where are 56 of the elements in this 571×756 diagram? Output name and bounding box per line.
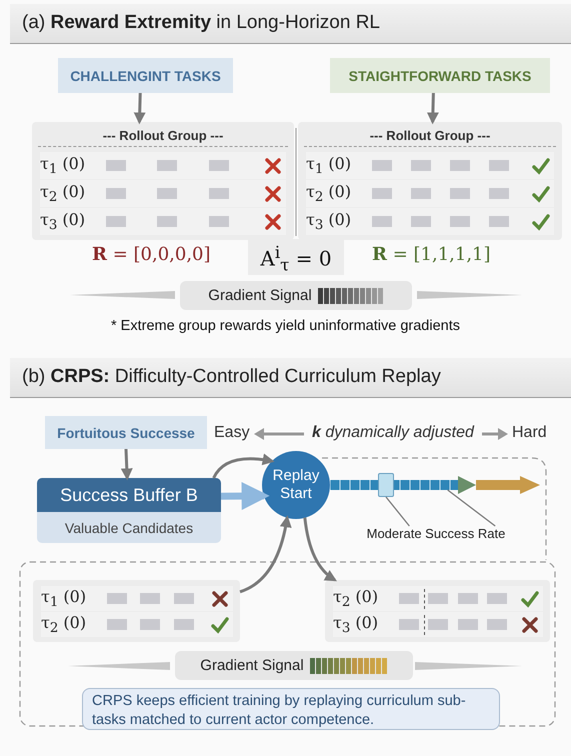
trajectory-row xyxy=(333,612,543,637)
signal-label: Gradient Signal xyxy=(200,657,304,674)
panel-heading: --- Rollout Group --- xyxy=(38,128,288,147)
reward-formula: R = [1,1,1,1] xyxy=(372,244,491,265)
arrow xyxy=(120,448,133,480)
arrow xyxy=(134,92,146,124)
rollout-panel xyxy=(325,580,550,642)
trajectory-label: τ$_{2}$ (0) xyxy=(306,182,352,206)
trajectory-row xyxy=(40,208,286,235)
task-box: CHALLENGINT TASKS xyxy=(58,58,233,93)
reward-formula: R = [0,0,0,0] xyxy=(92,244,211,265)
buffer-subtitle: Valuable Candidates xyxy=(64,518,194,538)
arrow xyxy=(220,482,270,510)
trajectory-row xyxy=(40,152,286,179)
arrow xyxy=(426,92,439,124)
trajectory-label: τ$_{3}$ (0) xyxy=(40,210,86,234)
rollout-panel xyxy=(298,122,562,240)
signal-label: Gradient Signal xyxy=(208,287,312,304)
source-box: Fortuitous Successe xyxy=(45,416,207,449)
buffer-box xyxy=(37,478,221,543)
scale-label: k dynamically adjusted xyxy=(312,424,474,442)
trajectory-row xyxy=(306,152,554,179)
trajectory-row xyxy=(41,586,233,611)
trajectory-row xyxy=(41,612,233,637)
section-heading: (b) CRPS: Difficulty-Controlled Curriculum Replay xyxy=(10,358,571,398)
arrow xyxy=(212,454,275,479)
trajectory-label: τ$_{3}$ (0) xyxy=(333,612,380,636)
advantage-formula: A$^{i}$$_{τ}$ = 0 xyxy=(248,239,344,275)
trajectory-row xyxy=(306,180,554,207)
rollout-panel xyxy=(33,580,240,642)
trajectory-label: τ$_{2}$ (0) xyxy=(41,612,88,636)
trajectory-label: τ$_{3}$ (0) xyxy=(306,210,352,234)
leader-line xyxy=(447,490,496,527)
trajectory-label: τ$_{2}$ (0) xyxy=(333,586,380,610)
trajectory-row xyxy=(40,180,286,207)
trajectory-row xyxy=(333,586,543,611)
arrow xyxy=(303,517,337,582)
trajectory-label: τ$_{1}$ (0) xyxy=(41,586,88,610)
buffer-title: Success Buffer B xyxy=(37,478,221,512)
callout-text: Moderate Success Rate xyxy=(362,526,510,544)
scale-label: Hard xyxy=(512,424,547,442)
scale-label: Easy xyxy=(214,424,250,442)
slider-thumb xyxy=(378,473,394,497)
footnote: * Extreme group rewards yield uninformative gradients xyxy=(110,318,461,334)
trajectory-row xyxy=(306,208,554,235)
note-box: CRPS keeps efficient training by replaying curriculum sub-tasks matched to current actor competence. xyxy=(82,688,500,730)
task-box: STAIGHTFORWARD TASKS xyxy=(330,58,550,93)
panel-heading: --- Rollout Group --- xyxy=(304,128,556,147)
section-heading: (a) Reward Extremity in Long-Horizon RL xyxy=(10,4,571,44)
rollout-panel xyxy=(32,122,294,240)
trajectory-label: τ$_{1}$ (0) xyxy=(306,154,352,178)
arrow xyxy=(239,515,292,594)
trajectory-label: τ$_{2}$ (0) xyxy=(40,182,86,206)
leader-line xyxy=(386,496,410,526)
trajectory-label: τ$_{1}$ (0) xyxy=(40,154,86,178)
replay-circle: Replay Start xyxy=(262,451,330,519)
